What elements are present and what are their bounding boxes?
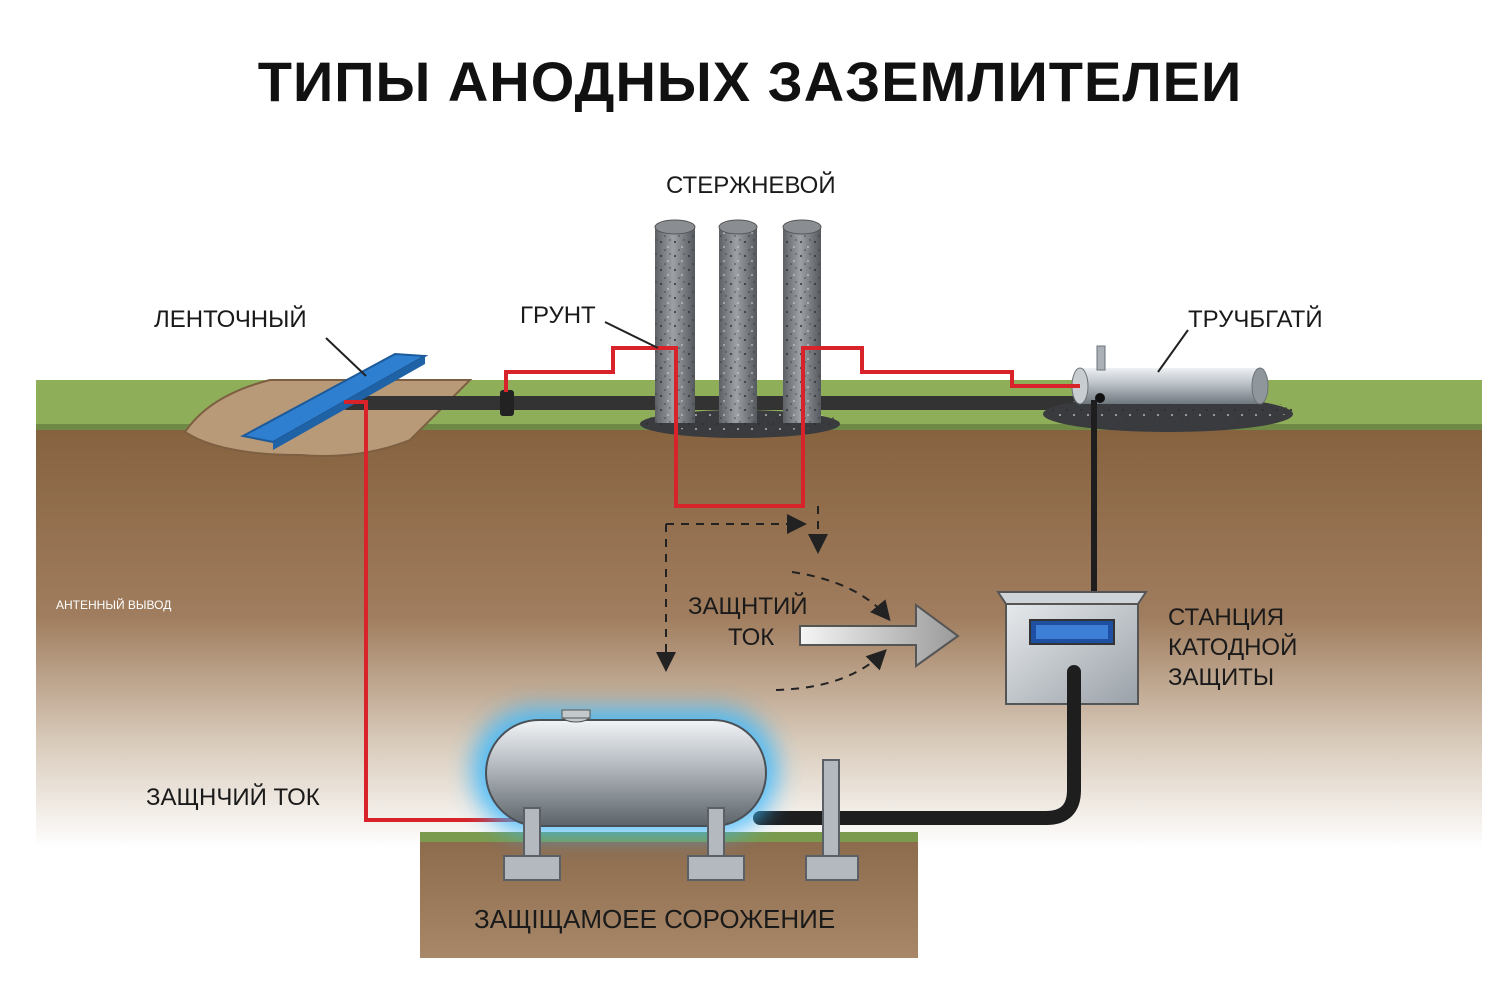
antenna-lead-label: АНТЕННЫЙ ВЫВОД	[56, 598, 172, 612]
tank-supports	[503, 759, 859, 881]
station-label-line2: КАТОДНОЙ	[1168, 634, 1298, 661]
tank-cable	[753, 665, 1081, 825]
red-wire-top	[504, 346, 1080, 508]
strip-anode-label: ЛЕНТОЧНЫЙ	[154, 306, 307, 333]
station-label-line1: СТАНЦИЯ	[1168, 604, 1285, 631]
station-label-line3: ЗАЩИТЫ	[1168, 664, 1275, 691]
surface-cable	[340, 396, 1095, 410]
leader-lines	[325, 321, 1189, 377]
diagram-title: ТИПЫ АНОДНЫХ ЗАЗЕМЛИТЕЛЕИ	[257, 50, 1243, 113]
red-wire-left	[344, 400, 530, 822]
protected-tank	[485, 709, 767, 827]
protective-current-label-line2: ТОК	[728, 624, 775, 651]
rod-anode-label: СТЕРЖНЕВОЙ	[666, 172, 836, 199]
pipe-anode-label: ТРУЧБГАТЙ	[1188, 306, 1323, 333]
current-arrow	[799, 603, 960, 668]
pipe-anode	[1071, 345, 1269, 405]
rod-anode-2	[718, 219, 758, 423]
current-flow-dashes	[656, 506, 891, 691]
protective-current-label-line1: ЗАЩНТИЙ	[688, 593, 808, 620]
protective-current-left-label: ЗАЩНЧИЙ ТОК	[146, 784, 320, 811]
ground-label: ГРУНТ	[520, 302, 596, 329]
protected-structure-label: ЗАЩІЩАМОЕЕ СОРОЖЕНИЕ	[474, 904, 836, 934]
